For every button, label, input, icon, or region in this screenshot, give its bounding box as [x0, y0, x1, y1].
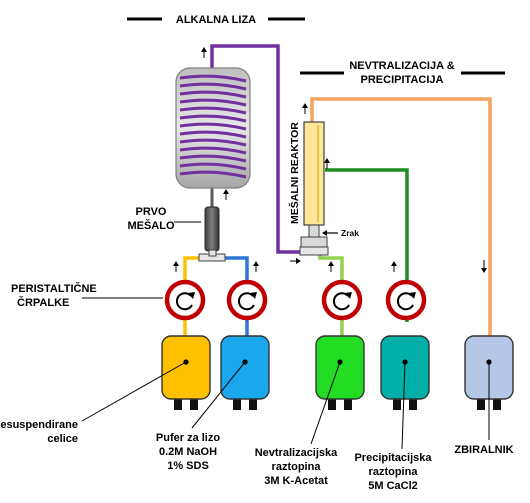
reservoir-label-line: 5M CaCl2: [368, 480, 418, 492]
reservoirs: [161, 335, 514, 410]
coil-winding: [179, 130, 247, 139]
peristaltic-pumps: [164, 279, 427, 321]
reservoir-label-line: Resuspendirane: [0, 419, 78, 431]
first-mixer-label-line2: MEŠALO: [127, 219, 175, 232]
arrow-up-icon: [223, 189, 229, 200]
first-mixer: [198, 206, 226, 262]
coil-winding: [179, 74, 247, 83]
coil-winding: [179, 106, 247, 115]
reservoir-label-line: 0.2M NaOH: [159, 446, 217, 458]
reservoir-label-line: 1% SDS: [167, 460, 209, 472]
coil-winding: [179, 170, 247, 179]
arrow-right-icon: [290, 258, 301, 264]
coil-winding: [179, 82, 247, 91]
header-alkaline-lysis: ALKALNA LIZA: [127, 14, 305, 26]
peristaltic-pump[interactable]: [226, 279, 268, 321]
reservoir-label-resuspension: Resuspendirane celice: [0, 361, 187, 445]
arrow-up-icon: [201, 47, 207, 58]
arrow-up-icon: [391, 261, 397, 272]
flow-arrows: [173, 47, 487, 273]
first-mixer-label: PRVO MEŠALO: [127, 206, 201, 232]
peristaltic-pump[interactable]: [385, 279, 427, 321]
coil-winding: [179, 122, 247, 131]
coil-winding: [179, 154, 247, 163]
reservoir-label-line: 3M K-Acetat: [264, 475, 328, 487]
reservoir-label-line: Pufer za lizo: [156, 432, 220, 444]
reservoir-neutralization: [315, 335, 365, 410]
arrow-down-icon: [481, 260, 487, 273]
reservoir-label-line: raztopina: [272, 461, 322, 473]
mixing-reactor: [299, 121, 329, 256]
precipitation-line: [325, 168, 409, 322]
reservoir-label-neutralization: Nevtralizacijska raztopina 3M K-Acetat: [255, 361, 341, 487]
reservoir-label-lysis-buffer: Pufer za lizo 0.2M NaOH 1% SDS: [156, 361, 246, 472]
pumps-label-line1: PERISTALTIČNE: [11, 282, 97, 295]
coil-winding: [179, 98, 247, 107]
air-label: Zrak: [341, 228, 359, 238]
rotate-icon: [396, 292, 414, 311]
reservoir-label-line: Precipitacijska: [354, 452, 432, 464]
rotate-icon: [175, 292, 193, 311]
header-neutralization-line2: PRECIPITACIJA: [361, 74, 444, 86]
reservoir-label-line: ZBIRALNIK: [454, 444, 513, 456]
arrow-up-icon: [324, 158, 330, 169]
outlet-line: [310, 97, 492, 348]
lysis-coil: [175, 67, 251, 189]
coil-windings: [179, 74, 247, 179]
reservoir-resuspension: [161, 335, 211, 410]
mixing-reactor-label: MEŠALNI REAKTOR: [288, 122, 301, 224]
peristaltic-pump[interactable]: [321, 279, 363, 321]
reservoir-lysis-buffer: [220, 335, 270, 410]
reservoir-label-line: Nevtralizacijska: [255, 447, 338, 459]
header-neutralization-line1: NEVTRALIZACIJA &: [349, 60, 454, 72]
reservoir-label-precipitation: Precipitacijska raztopina 5M CaCl2: [354, 361, 432, 492]
header-neutralization: NEVTRALIZACIJA & PRECIPITACIJA: [300, 60, 505, 86]
arrow-up-icon: [302, 103, 308, 114]
reservoir-label-line: celice: [47, 433, 78, 445]
peristaltic-pump[interactable]: [164, 279, 206, 321]
reservoir-label-collector: ZBIRALNIK: [454, 362, 514, 456]
arrow-up-icon: [173, 261, 179, 272]
coil-winding: [179, 162, 247, 171]
reservoir-labels: Resuspendirane celice Pufer za lizo 0.2M Na…: [0, 361, 514, 492]
rotate-icon: [237, 292, 255, 311]
coil-winding: [179, 138, 247, 147]
air-inlet: Zrak: [322, 228, 359, 238]
reservoir-label-line: raztopina: [369, 466, 419, 478]
arrow-up-icon: [253, 261, 259, 272]
coil-winding: [179, 114, 247, 123]
rotate-icon: [332, 292, 350, 311]
pumps-label: PERISTALTIČNE ČRPALKE: [11, 282, 163, 309]
arrow-up-icon: [328, 261, 334, 272]
lysis-line: [210, 44, 304, 254]
pumps-label-line2: ČRPALKE: [17, 296, 69, 309]
header-alkaline-lysis-text: ALKALNA LIZA: [176, 14, 256, 26]
coil-winding: [179, 146, 247, 155]
coil-winding: [179, 90, 247, 99]
first-mixer-label-line1: PRVO: [136, 206, 167, 218]
